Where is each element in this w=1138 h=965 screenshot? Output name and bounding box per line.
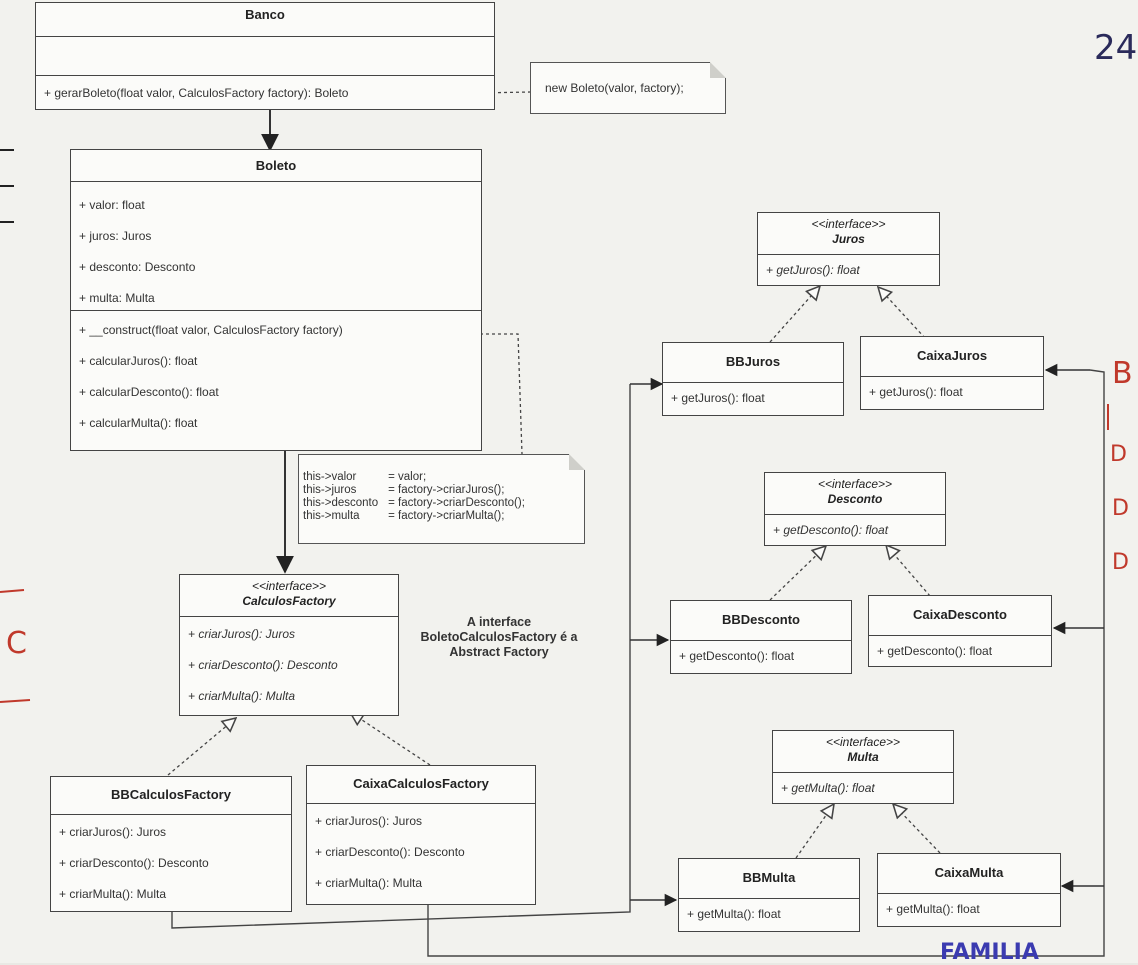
operation: + getDesconto(): float (773, 523, 889, 537)
interface-name: CalculosFactory (242, 594, 336, 608)
handwritten-note: C (6, 626, 27, 661)
handwritten-note: D (1112, 496, 1129, 521)
stereotype: <<interface>> (811, 217, 886, 231)
caption-line: A interface (466, 615, 532, 629)
operation: + getJuros(): float (671, 391, 765, 405)
pen-mark-red (0, 699, 31, 703)
interface-name: Juros (832, 232, 865, 246)
operation: + calcularDesconto(): float (79, 385, 219, 399)
note-fold (569, 454, 585, 470)
interface-juros[interactable]: <<interface>> Juros + getJuros(): float (757, 212, 940, 286)
operation: + calcularJuros(): float (79, 354, 198, 368)
operation: + getMulta(): float (886, 902, 980, 916)
handwritten-note: D (1112, 550, 1129, 575)
class-name: BBCalculosFactory (111, 787, 231, 802)
interface-name: Desconto (827, 492, 883, 506)
stereotype: <<interface>> (817, 477, 893, 491)
attribute: + multa: Multa (79, 291, 155, 305)
note-line-left: this->juros (303, 484, 357, 496)
note-banco: new Boleto(valor, factory); (530, 62, 726, 114)
class-name: BBDesconto (721, 612, 800, 627)
handwritten-note: FAMILIA (940, 940, 1039, 965)
class-name: Boleto (255, 158, 297, 173)
note-line-right: = factory->criarJuros(); (388, 484, 505, 496)
stereotype: <<interface>> (251, 579, 327, 593)
note-line-left: this->valor (303, 471, 357, 483)
bbdesconto-realizes (769, 546, 826, 601)
operation: + criarDesconto(): Desconto (188, 658, 338, 672)
caixadesconto-realizes (886, 545, 931, 597)
class-boleto[interactable]: Boleto + valor: float + juros: Juros + d… (70, 149, 482, 451)
caixamulta-realizes (893, 804, 941, 854)
attribute: + valor: float (79, 198, 145, 212)
handwritten-note: D (1110, 442, 1127, 467)
operation: + gerarBoleto(float valor, CalculosFacto… (44, 86, 349, 100)
note-boleto-constructor: this->valor this->juros this->desconto t… (298, 454, 585, 544)
class-name: BBJuros (725, 354, 781, 369)
note-line-right: = valor; (388, 471, 427, 483)
operation: + getDesconto(): float (679, 649, 795, 663)
class-banco[interactable]: Banco + gerarBoleto(float valor, Calculo… (35, 2, 495, 110)
bbjuros-realizes (769, 286, 820, 343)
operation: + getDesconto(): float (877, 644, 993, 658)
class-name: CaixaDesconto (913, 607, 1007, 622)
class-name: CaixaCalculosFactory (353, 776, 489, 791)
class-bb-desconto[interactable]: BBDesconto + getDesconto(): float (670, 600, 852, 674)
operation: + criarDesconto(): Desconto (315, 845, 465, 859)
abstract-factory-caption: A interface BoletoCalculosFactory é a Ab… (404, 615, 594, 660)
class-bb-multa[interactable]: BBMulta + getMulta(): float (678, 858, 860, 932)
operation: + getJuros(): float (766, 263, 860, 277)
class-caixa-desconto[interactable]: CaixaDesconto + getDesconto(): float (868, 595, 1052, 667)
class-bb-calculos-factory[interactable]: BBCalculosFactory + criarJuros(): Juros … (50, 776, 292, 912)
class-name: Banco (245, 7, 285, 22)
caption-line: BoletoCalculosFactory é a (420, 630, 578, 644)
handwritten-note: B (1112, 356, 1133, 391)
stereotype: <<interface>> (825, 735, 901, 749)
note-text: new Boleto(valor, factory); (545, 81, 684, 95)
operation: + criarJuros(): Juros (188, 627, 296, 641)
caixa-factory-realizes (350, 712, 431, 766)
operation: + getMulta(): float (781, 781, 875, 795)
handwritten-note: 24 (1094, 28, 1138, 68)
bbmulta-realizes (795, 804, 834, 859)
operation: + criarMulta(): Multa (315, 876, 423, 890)
attribute: + desconto: Desconto (79, 260, 196, 274)
interface-calculos-factory[interactable]: <<interface>> CalculosFactory + criarJur… (179, 574, 399, 716)
class-name: CaixaMulta (934, 865, 1004, 880)
operation: + getMulta(): float (687, 907, 781, 921)
note-line-right: = factory->criarMulta(); (388, 510, 505, 522)
attribute: + juros: Juros (79, 229, 152, 243)
class-caixa-juros[interactable]: CaixaJuros + getJuros(): float (860, 336, 1044, 410)
note-line-right: = factory->criarDesconto(); (388, 497, 525, 509)
interface-multa[interactable]: <<interface>> Multa + getMulta(): float (772, 730, 954, 804)
caption-line: Abstract Factory (449, 645, 549, 659)
caixajuros-realizes (878, 287, 926, 339)
class-caixa-multa[interactable]: CaixaMulta + getMulta(): float (877, 853, 1061, 927)
operation: + criarMulta(): Multa (188, 689, 296, 703)
class-bb-juros[interactable]: BBJuros + getJuros(): float (662, 342, 844, 416)
note-line-left: this->desconto (303, 497, 379, 509)
operation: + __construct(float valor, CalculosFacto… (79, 323, 343, 337)
operation: + calcularMulta(): float (79, 416, 198, 430)
class-name: BBMulta (742, 870, 796, 885)
pen-mark-red (0, 589, 25, 593)
interface-name: Multa (847, 750, 879, 764)
bb-factory-realizes (167, 718, 236, 776)
operation: + criarJuros(): Juros (59, 825, 167, 839)
operation: + criarDesconto(): Desconto (59, 856, 209, 870)
note-line-left: this->multa (303, 510, 360, 522)
operation: + criarMulta(): Multa (59, 887, 167, 901)
interface-desconto[interactable]: <<interface>> Desconto + getDesconto(): … (764, 472, 946, 546)
class-caixa-calculos-factory[interactable]: CaixaCalculosFactory + criarJuros(): Jur… (306, 765, 536, 905)
class-name: CaixaJuros (916, 348, 988, 363)
note-fold (710, 62, 726, 78)
operation: + criarJuros(): Juros (315, 814, 423, 828)
operation: + getJuros(): float (869, 385, 963, 399)
